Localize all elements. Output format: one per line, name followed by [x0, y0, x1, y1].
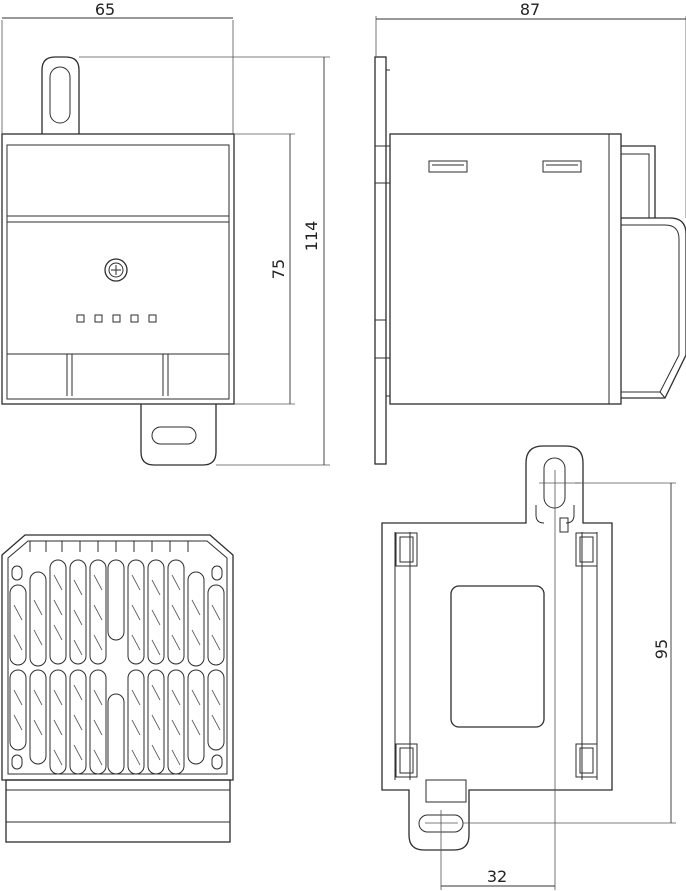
- side-view: 87: [374, 0, 686, 465]
- dim-rear-hole-spacing: 95: [652, 639, 671, 659]
- dim-front-width: 65: [95, 0, 115, 19]
- rear-view: 95 32: [381, 445, 676, 890]
- dim-side-depth: 87: [520, 0, 540, 19]
- dim-front-inner-height: 75: [269, 259, 288, 279]
- dim-front-total-height: 114: [302, 221, 321, 252]
- dim-rear-offset: 32: [487, 867, 507, 886]
- grille-view: [1, 534, 234, 843]
- front-view: 65 75 114: [1, 0, 330, 466]
